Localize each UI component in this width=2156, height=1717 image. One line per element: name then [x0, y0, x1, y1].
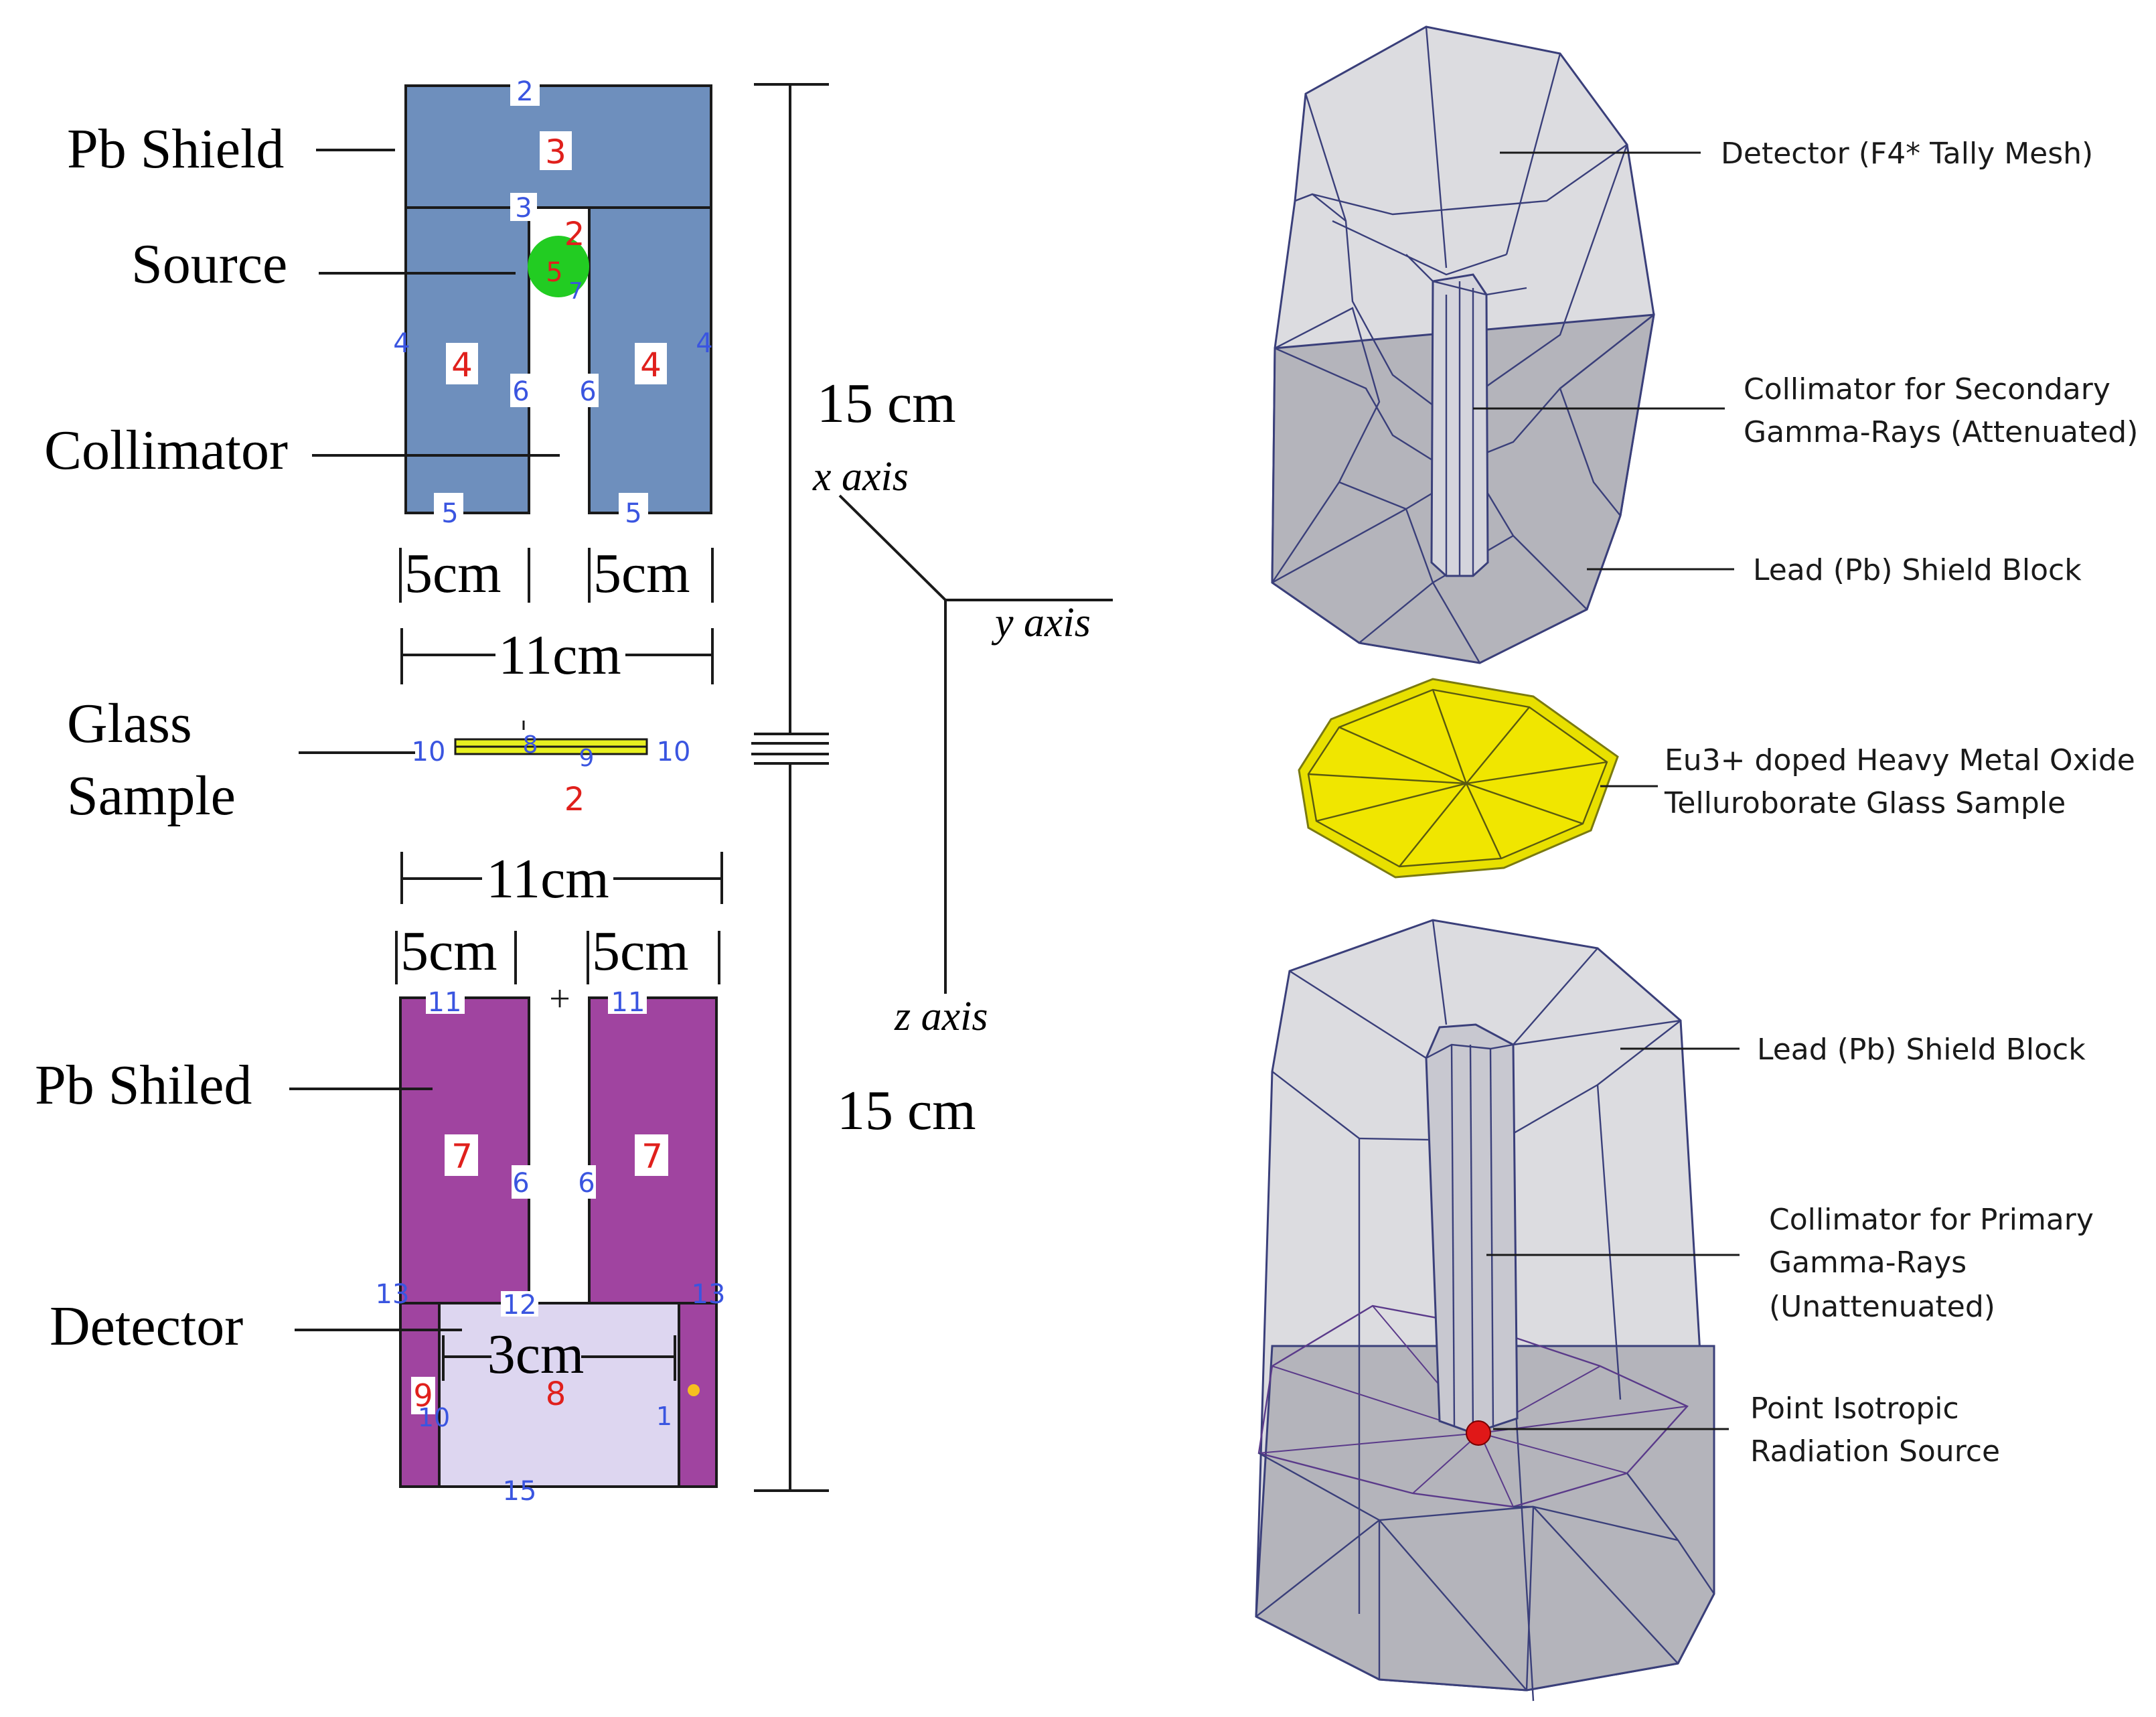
- surface-num-sample-right: 10: [657, 737, 691, 767]
- label-detector-mesh: Detector (F4* Tally Mesh): [1721, 137, 2093, 171]
- height-dimension-bars: [751, 83, 829, 1492]
- lower-shield-block: [1255, 919, 1715, 1702]
- label-glass-sample-2: Telluroborate Glass Sample: [1664, 786, 2066, 820]
- label-collimator-secondary-2: Gamma-Rays (Attenuated): [1744, 415, 2138, 449]
- label-pb-shield-top: Pb Shield: [67, 118, 284, 180]
- surface-num-right-outer: 4: [696, 328, 712, 359]
- cell-num-detector: 8: [546, 1375, 566, 1413]
- label-glass-2: Sample: [67, 765, 236, 827]
- cell-num-side-bottom: 9: [413, 1377, 433, 1414]
- dim-bottom-height: 15 cm: [837, 1079, 976, 1142]
- surface-num-inner-left: 6: [512, 376, 529, 407]
- label-point-source-1: Point Isotropic: [1750, 1392, 1959, 1426]
- label-glass-1: Glass: [67, 692, 192, 755]
- surface-num-source-side: 7: [568, 278, 583, 305]
- label-collimator: Collimator: [44, 419, 288, 481]
- dim-top-left: 5cm: [404, 542, 502, 605]
- point-source-dot: [1466, 1420, 1491, 1446]
- dim-top-height: 15 cm: [817, 372, 956, 435]
- cell-num-left-bottom: 7: [451, 1137, 473, 1176]
- left-panel: 2 3 3 2 5 7 4 4 4 4 6 6 5 5 Pb Shield So…: [35, 75, 1113, 1507]
- surface-num-bot-top-left: 11: [428, 987, 462, 1018]
- axis-y-label: y axis: [991, 600, 1091, 646]
- glass-sample-disc: [1298, 678, 1619, 879]
- surface-num-sample-mid2: 9: [579, 745, 595, 772]
- label-detector: Detector: [50, 1295, 243, 1357]
- surface-num-left-outer: 4: [393, 328, 410, 359]
- cell-num-source: 5: [546, 257, 562, 288]
- axis-x-label: x axis: [812, 454, 909, 500]
- label-collimator-primary-2: Gamma-Rays: [1769, 1246, 1967, 1280]
- surface-num-bottom-left: 5: [441, 498, 458, 529]
- surface-num-bot-inner-left: 6: [512, 1168, 529, 1199]
- cell-num-gap: 2: [564, 781, 585, 818]
- cell-num-right-bottom: 7: [641, 1137, 663, 1176]
- source-disc: [528, 236, 589, 297]
- svg-text:+: +: [549, 978, 570, 1020]
- surface-num-det-side-left: 10: [418, 1403, 450, 1432]
- right-panel: Detector (F4* Tally Mesh) Collimator for…: [1255, 25, 2138, 1702]
- axis-z-label: z axis: [894, 994, 988, 1039]
- label-shield-top: Lead (Pb) Shield Block: [1753, 553, 2082, 587]
- label-collimator-primary-3: (Unattenuated): [1769, 1290, 1995, 1324]
- surface-num-sample-left: 10: [412, 737, 446, 767]
- dim-bottom-left: 5cm: [400, 920, 497, 982]
- dim-bottom-right: 5cm: [592, 920, 689, 982]
- surface-num-inner-right: 6: [579, 376, 596, 407]
- label-shield-bottom: Lead (Pb) Shield Block: [1757, 1033, 2086, 1067]
- dim-detector: 3cm: [487, 1323, 585, 1386]
- label-collimator-primary-1: Collimator for Primary: [1769, 1203, 2094, 1237]
- label-glass-sample-1: Eu3+ doped Heavy Metal Oxide: [1665, 743, 2135, 777]
- surface-num-top: 2: [516, 76, 533, 107]
- surface-num-det-right: 13: [692, 1279, 726, 1310]
- dim-top-total: 11cm: [498, 624, 621, 686]
- label-collimator-secondary-1: Collimator for Secondary: [1744, 372, 2110, 406]
- cell-num-left-top: 4: [451, 346, 473, 384]
- surface-num-bottom-right: 5: [625, 498, 641, 529]
- surface-num-sample-mid: 8: [523, 731, 538, 759]
- upper-shield-block: [1271, 25, 1655, 664]
- dim-top-right: 5cm: [593, 542, 690, 605]
- detector-body: [438, 1302, 680, 1488]
- axes-triad: [838, 494, 1113, 994]
- label-point-source-2: Radiation Source: [1750, 1434, 2000, 1469]
- surface-num-bot-inner-right: 6: [578, 1168, 595, 1199]
- surface-num-bot-top-right: 11: [611, 987, 645, 1018]
- label-source: Source: [131, 233, 287, 295]
- surface-num-det-side-right: 1: [656, 1402, 672, 1431]
- label-pb-shield-bottom: Pb Shiled: [35, 1054, 252, 1116]
- surface-num-det-bottom: 15: [503, 1476, 537, 1507]
- cell-num-top-block: 3: [545, 133, 566, 171]
- cell-num-right-top: 4: [640, 346, 662, 384]
- dim-bottom-total: 11cm: [486, 848, 609, 910]
- surface-num-det-left: 13: [376, 1279, 410, 1310]
- surface-num-divider: 3: [515, 193, 532, 224]
- surface-num-det-top: 12: [503, 1290, 537, 1321]
- cell-num-source-upper: 2: [564, 216, 585, 253]
